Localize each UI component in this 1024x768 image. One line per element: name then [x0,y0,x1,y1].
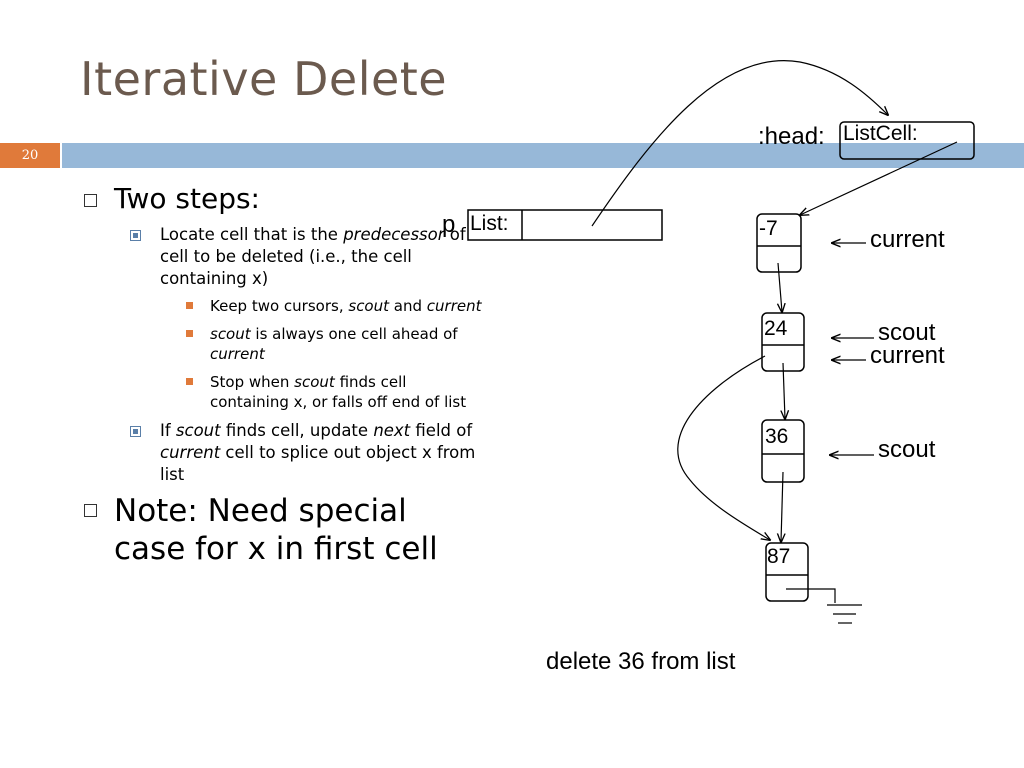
head-to-cell-arrow [800,141,958,215]
bullet-text: field of [410,421,473,440]
p-to-head-arrow [591,60,888,227]
bullet-emphasis: scout [175,421,221,440]
scout-label: scout [878,436,936,463]
slide-title: Iterative Delete [80,52,448,106]
bullet-emphasis: current [160,443,221,462]
bullet-text: If [160,421,176,440]
bullet-emphasis: current [426,297,482,315]
bullet-scout-ahead: scout is always one cell ahead of curren… [186,324,484,364]
cell-value: -7 [759,217,778,240]
bullet-two-steps: Two steps: [84,182,484,216]
list-cell-4 [765,542,809,602]
bullet-emphasis: next [373,421,411,440]
bullet-text: Stop when [210,373,295,391]
head-label: :head: [758,123,825,150]
head-listcell-box [839,121,975,160]
null-pointer-line [786,588,836,603]
bullet-emphasis: scout [348,297,390,315]
list-label: List: [470,212,509,235]
next-arrow [778,262,782,312]
diagram-caption: delete 36 from list [546,648,736,675]
header-band [62,143,1024,168]
bullet-text: Locate cell that is the [160,225,344,244]
cell-value: 87 [767,545,790,568]
scout-label: scout [878,319,936,346]
bullet-two-cursors: Keep two cursors, scout and current [186,296,484,316]
listcell-label: ListCell: [843,122,918,145]
bullet-locate-cell: Locate cell that is the predecessor of c… [130,224,484,290]
p-list-box [467,209,663,241]
bullet-text: finds cell containing x, or falls off en… [210,373,467,411]
next-arrow [781,471,783,542]
bullet-emphasis: current [210,345,265,363]
bullet-text: finds cell, update [220,421,374,440]
bullet-emphasis: scout [294,373,335,391]
current-label: current [870,226,945,253]
bullet-text: and [389,297,427,315]
bullet-text: Keep two cursors, [210,297,349,315]
next-arrow [783,362,785,419]
cell-value: 24 [764,317,788,340]
page-number: 20 [0,143,60,168]
bullet-stop-when: Stop when scout finds cell containing x,… [186,372,484,412]
bullet-list: Two steps: Locate cell that is the prede… [84,182,484,576]
bullet-note: Note: Need special case for x in first c… [84,492,484,568]
current-label: current [870,342,945,369]
bullet-text: is always one cell ahead of [250,325,458,343]
bullet-emphasis: predecessor [343,225,445,244]
splice-arrow [677,355,770,540]
bullet-emphasis: scout [210,325,251,343]
p-label: p [442,211,455,238]
bullet-if-scout-finds: If scout finds cell, update next field o… [130,420,484,486]
bullet-text: cell to splice out object x from list [160,443,476,484]
cell-value: 36 [765,425,788,448]
bullet-text: of cell to be deleted (i.e., the cell co… [160,225,466,288]
